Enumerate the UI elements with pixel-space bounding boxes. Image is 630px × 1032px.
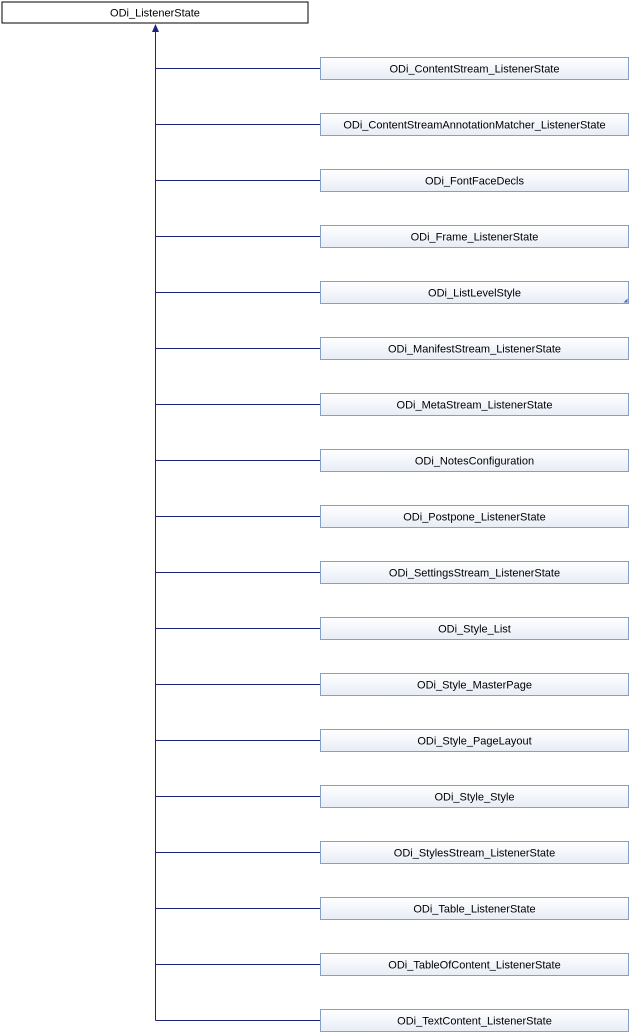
derived-class-box <box>320 169 629 192</box>
derived-class-box <box>320 225 629 248</box>
derived-class-box <box>320 729 629 752</box>
derived-class-box <box>320 953 629 976</box>
derived-class-label: ODi_MetaStream_ListenerState <box>397 400 553 412</box>
derived-class-label: ODi_NotesConfiguration <box>415 456 534 468</box>
derived-class-label: ODi_TableOfContent_ListenerState <box>388 960 560 972</box>
derived-class-node[interactable]: ODi_ManifestStream_ListenerState <box>320 337 629 360</box>
derived-class-label: ODi_ContentStream_ListenerState <box>390 64 560 76</box>
derived-class-box <box>320 337 629 360</box>
derived-class-node[interactable]: ODi_Frame_ListenerState <box>320 225 629 248</box>
derived-class-label: ODi_Postpone_ListenerState <box>403 512 545 524</box>
derived-class-box <box>320 841 629 864</box>
derived-class-box <box>320 673 629 696</box>
derived-class-node[interactable]: ODi_ContentStreamAnnotationMatcher_Liste… <box>320 113 629 136</box>
derived-class-node[interactable]: ODi_SettingsStream_ListenerState <box>320 561 629 584</box>
derived-class-label: ODi_TextContent_ListenerState <box>397 1016 552 1028</box>
derived-class-box <box>320 449 629 472</box>
derived-class-label: ODi_Style_MasterPage <box>417 680 532 692</box>
derived-class-box <box>320 113 629 136</box>
derived-class-node[interactable]: ODi_Style_MasterPage <box>320 673 629 696</box>
more-subclasses-marker <box>623 298 628 303</box>
derived-class-node[interactable]: ODi_StylesStream_ListenerState <box>320 841 629 864</box>
base-class-label: ODi_ListenerState <box>110 8 200 20</box>
base-class-box <box>1 1 309 24</box>
derived-class-node[interactable]: ODi_NotesConfiguration <box>320 449 629 472</box>
base-class-node[interactable]: ODi_ListenerState <box>1 1 309 24</box>
derived-class-label: ODi_SettingsStream_ListenerState <box>389 568 560 580</box>
derived-class-box <box>320 505 629 528</box>
derived-class-box <box>320 281 629 304</box>
derived-class-node[interactable]: ODi_ListLevelStyle <box>320 281 629 304</box>
derived-class-node[interactable]: ODi_Table_ListenerState <box>320 897 629 920</box>
derived-class-node[interactable]: ODi_MetaStream_ListenerState <box>320 393 629 416</box>
derived-class-node[interactable]: ODi_Style_List <box>320 617 629 640</box>
derived-class-label: ODi_Style_PageLayout <box>417 736 531 748</box>
derived-class-box <box>320 393 629 416</box>
derived-class-box <box>320 57 629 80</box>
derived-class-label: ODi_StylesStream_ListenerState <box>394 848 555 860</box>
derived-class-label: ODi_ContentStreamAnnotationMatcher_Liste… <box>343 120 605 132</box>
connector-lines <box>152 24 321 1021</box>
derived-class-label: ODi_FontFaceDecls <box>425 176 525 188</box>
inheritance-arrowhead <box>152 24 159 32</box>
derived-class-list: ODi_ContentStream_ListenerStateODi_Conte… <box>320 57 629 1032</box>
derived-class-box <box>320 561 629 584</box>
derived-class-label: ODi_Style_Style <box>434 792 514 804</box>
derived-class-label: ODi_ManifestStream_ListenerState <box>388 344 561 356</box>
derived-class-node[interactable]: ODi_ContentStream_ListenerState <box>320 57 629 80</box>
derived-class-node[interactable]: ODi_Style_PageLayout <box>320 729 629 752</box>
derived-class-box <box>320 897 629 920</box>
derived-class-box <box>320 785 629 808</box>
derived-class-label: ODi_ListLevelStyle <box>428 288 521 300</box>
derived-class-label: ODi_Table_ListenerState <box>413 904 535 916</box>
derived-class-node[interactable]: ODi_TextContent_ListenerState <box>320 1009 629 1032</box>
derived-class-node[interactable]: ODi_FontFaceDecls <box>320 169 629 192</box>
derived-class-box <box>320 617 629 640</box>
derived-class-node[interactable]: ODi_TableOfContent_ListenerState <box>320 953 629 976</box>
derived-class-node[interactable]: ODi_Postpone_ListenerState <box>320 505 629 528</box>
derived-class-node[interactable]: ODi_Style_Style <box>320 785 629 808</box>
derived-class-label: ODi_Style_List <box>438 624 511 636</box>
derived-class-label: ODi_Frame_ListenerState <box>411 232 539 244</box>
